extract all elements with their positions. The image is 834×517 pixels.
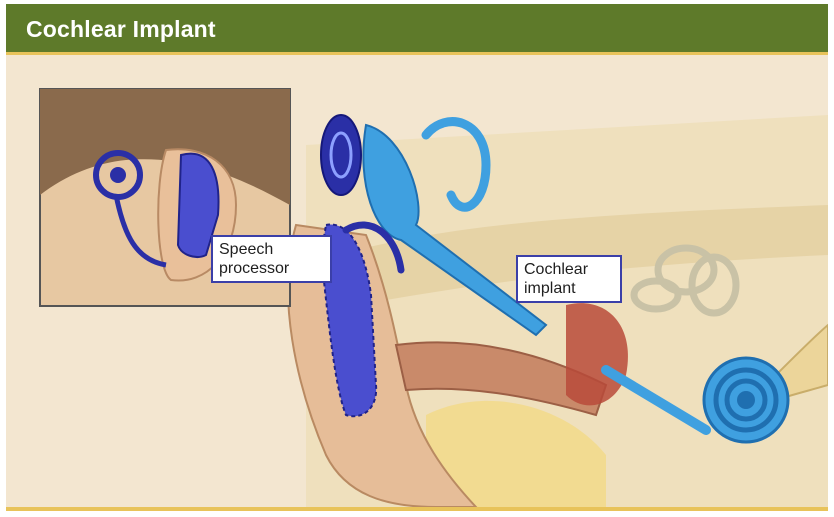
bottom-accent-bar [6,507,828,511]
ear-illustration [6,55,828,507]
figure-title: Cochlear Implant [26,16,216,43]
cochlea [704,358,788,442]
title-bar: Cochlear Implant [6,4,828,55]
transmitter-coil [321,115,361,195]
cochlear-implant-label: Cochlear implant [516,255,622,303]
speech-processor-label: Speech processor [211,235,332,283]
